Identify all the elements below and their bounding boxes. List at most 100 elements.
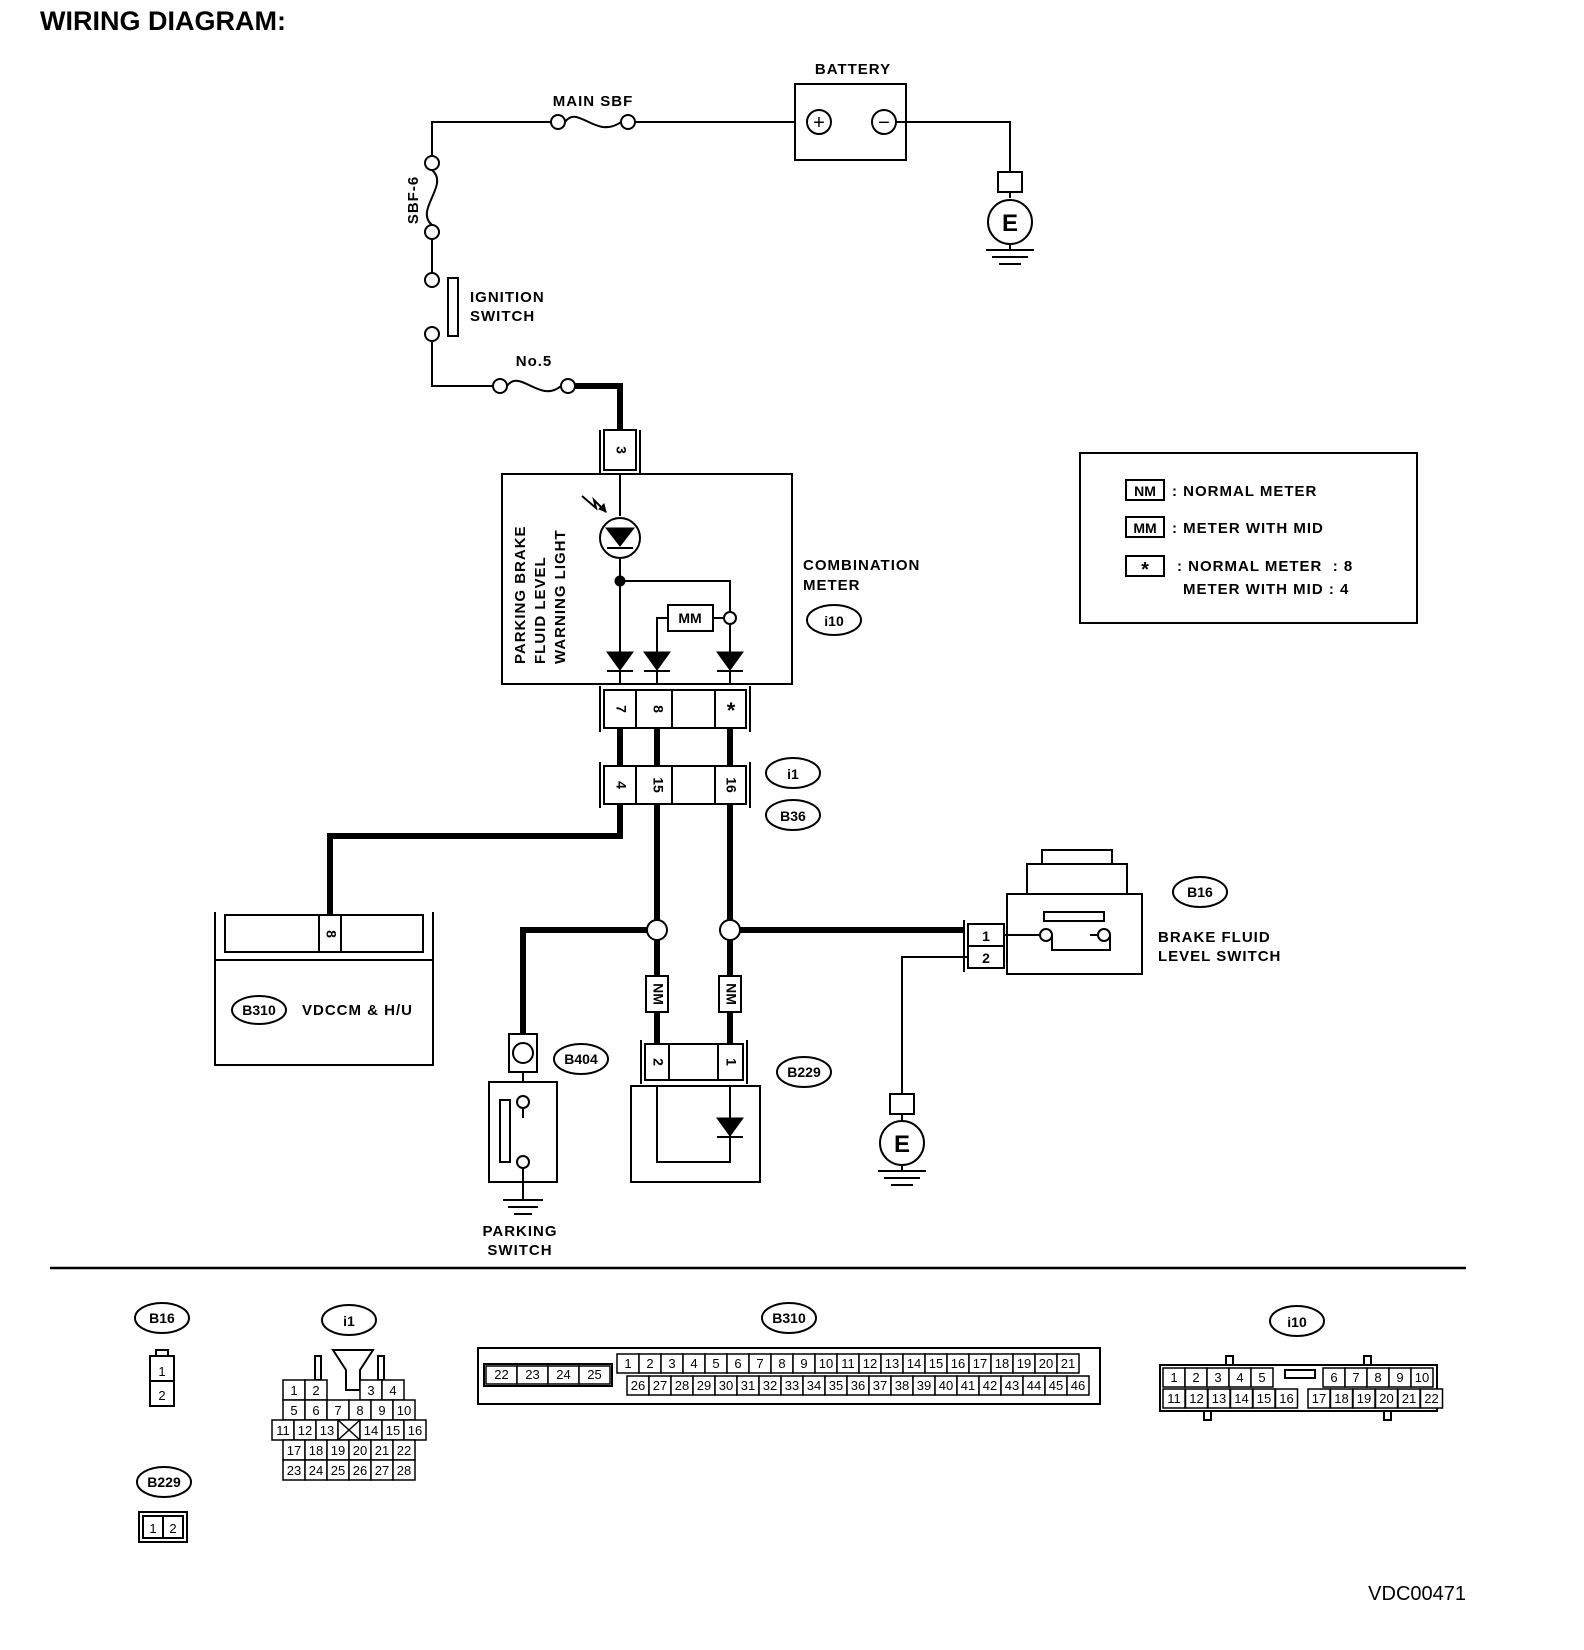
connector-i1-tag: i1 — [765, 757, 821, 789]
i10-pin-2: 2 — [1192, 1370, 1199, 1385]
i1-pin-6: 6 — [312, 1403, 319, 1418]
svg-text:2: 2 — [169, 1521, 176, 1536]
pin-b16-2: 2 — [982, 950, 990, 966]
b310-pin-31: 31 — [741, 1378, 755, 1393]
b310-pin-41: 41 — [961, 1378, 975, 1393]
combination-meter-connector-3: 3 — [599, 429, 641, 474]
b310-pin-12: 12 — [863, 1356, 877, 1371]
legend-star-line2: METER WITH MID : 4 — [1183, 581, 1349, 598]
svg-text:+: + — [813, 112, 825, 134]
b310-pin-44: 44 — [1027, 1378, 1041, 1393]
svg-text:−: − — [878, 112, 890, 134]
i1-pin-15: 15 — [386, 1423, 400, 1438]
i1-pin-25: 25 — [331, 1463, 345, 1478]
b310-pin-28: 28 — [675, 1378, 689, 1393]
legend-nm-code: NM — [1134, 483, 1156, 499]
i10-pin-8: 8 — [1374, 1370, 1381, 1385]
b310-pin-10: 10 — [819, 1356, 833, 1371]
pin-i1-15: 15 — [650, 777, 666, 793]
connector-view-b16: B16 1 2 — [134, 1302, 190, 1407]
svg-text:i10: i10 — [1287, 1314, 1307, 1330]
brake-fluid-label-1: BRAKE FLUID — [1158, 929, 1271, 946]
b229-unit: 2 1 B229 — [630, 1040, 832, 1183]
parking-switch-label-2: SWITCH — [487, 1242, 552, 1259]
b310-pin-46: 46 — [1071, 1378, 1085, 1393]
b310-pin-25-cell — [578, 1365, 611, 1385]
i10-pin-9: 9 — [1396, 1370, 1403, 1385]
legend-star-line1: : NORMAL METER : 8 — [1177, 558, 1353, 575]
b310-pin-35: 35 — [829, 1378, 843, 1393]
b310-pin-29: 29 — [697, 1378, 711, 1393]
i10-pin-20: 20 — [1379, 1391, 1393, 1406]
i10-pin-22-cell — [1419, 1388, 1444, 1409]
pin-i1-4: 4 — [613, 781, 629, 789]
b310-pin-24: 24 — [556, 1367, 570, 1382]
main-sbf-fuse: MAIN SBF — [550, 93, 636, 130]
i1-pin-12: 12 — [298, 1423, 312, 1438]
svg-text:NM: NM — [650, 983, 666, 1005]
sbf6-fuse: SBF-6 — [405, 155, 440, 240]
i1-pin-1: 1 — [290, 1383, 297, 1398]
svg-text:E: E — [1002, 210, 1018, 237]
b310-pin-27: 27 — [653, 1378, 667, 1393]
pin-b310-8: 8 — [323, 930, 339, 938]
combination-meter-label-1: COMBINATION — [803, 557, 920, 574]
main-sbf-label: MAIN SBF — [553, 93, 634, 110]
svg-text:2: 2 — [158, 1388, 165, 1403]
i10-pin-12: 12 — [1189, 1391, 1203, 1406]
connector-view-b229: B229 1 2 — [136, 1466, 192, 1543]
connector-b404-tag: B404 — [564, 1051, 598, 1067]
b310-pin-8: 8 — [778, 1356, 785, 1371]
battery-ground: E — [986, 171, 1034, 265]
figure-id: VDC00471 — [1368, 1583, 1466, 1605]
b310-pin-13: 13 — [885, 1356, 899, 1371]
i10-pin-6: 6 — [1330, 1370, 1337, 1385]
pin-i1-16: 16 — [723, 777, 739, 793]
i1-pin-14: 14 — [364, 1423, 378, 1438]
pin-b229-1: 1 — [723, 1058, 739, 1066]
fuse-no5: No.5 — [492, 353, 576, 394]
b310-pin-22: 22 — [494, 1367, 508, 1382]
i1-pin-9: 9 — [378, 1403, 385, 1418]
i10-pin-14: 14 — [1234, 1391, 1248, 1406]
i10-pin-10-cell — [1410, 1367, 1434, 1388]
i1-pin-10: 10 — [397, 1403, 411, 1418]
i10-pin-16-cell — [1274, 1388, 1299, 1409]
svg-text:NM: NM — [723, 983, 739, 1005]
b310-pin-30: 30 — [719, 1378, 733, 1393]
b310-pin-15: 15 — [929, 1356, 943, 1371]
connector-i10-tag: i10 — [806, 604, 862, 636]
connector-b36-tag: B36 — [765, 799, 821, 831]
combination-meter-label-2: METER — [803, 577, 861, 594]
b310-pin-11: 11 — [841, 1356, 855, 1371]
b310-pin-37: 37 — [873, 1378, 887, 1393]
legend-nm-text: : NORMAL METER — [1172, 483, 1317, 500]
svg-text:1: 1 — [149, 1521, 156, 1536]
connector-b310-tag: B310 — [242, 1002, 276, 1018]
i1-pin-22: 22 — [397, 1443, 411, 1458]
vdccm-label: VDCCM & H/U — [302, 1002, 413, 1019]
ignition-switch: IGNITION SWITCH — [424, 272, 544, 342]
i10-pin-1: 1 — [1170, 1370, 1177, 1385]
i1-pin-11: 11 — [276, 1423, 290, 1438]
i1-pin-20: 20 — [353, 1443, 367, 1458]
b310-pin-4: 4 — [690, 1356, 697, 1371]
i1-pin-2: 2 — [312, 1383, 319, 1398]
pin-meter-star: * — [727, 698, 736, 723]
i10-pin-5-cell — [1250, 1367, 1274, 1388]
b310-pin-6: 6 — [734, 1356, 741, 1371]
meter-mm-tag: MM — [678, 610, 701, 626]
combination-meter: PARKING BRAKE FLUID LEVEL WARNING LIGHT … — [501, 473, 920, 685]
i10-pin-22: 22 — [1424, 1391, 1438, 1406]
i1-pin-28: 28 — [397, 1463, 411, 1478]
i1-pin-24: 24 — [309, 1463, 323, 1478]
i10-pin-5: 5 — [1258, 1370, 1265, 1385]
battery: + − BATTERY — [794, 61, 907, 161]
b310-pin-43: 43 — [1005, 1378, 1019, 1393]
b310-pin-21: 21 — [1061, 1356, 1075, 1371]
diagram-title: WIRING DIAGRAM: — [40, 6, 286, 36]
i10-pin-10: 10 — [1415, 1370, 1429, 1385]
